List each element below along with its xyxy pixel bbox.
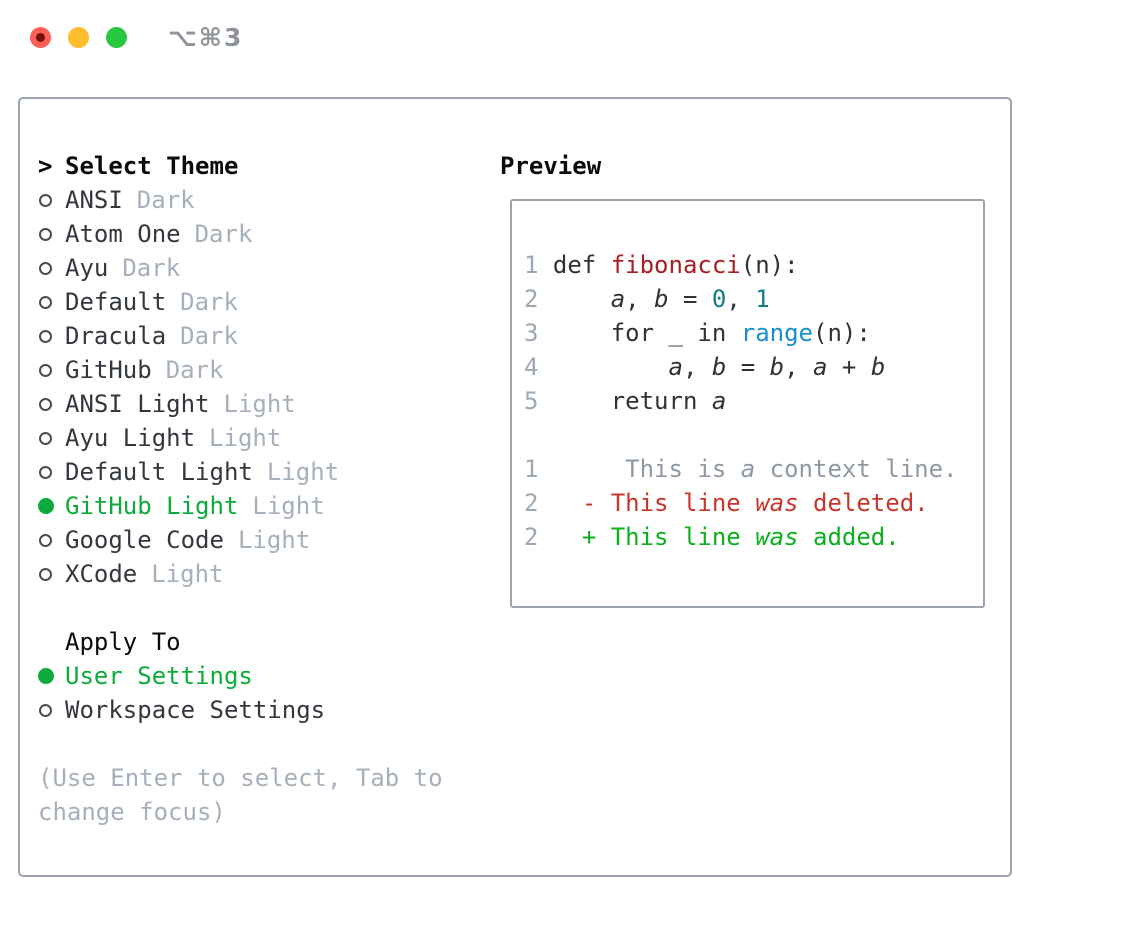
theme-option-xcode[interactable]: XCode Light [38,557,500,591]
option-label: Atom One [65,220,181,248]
radio-icon [39,193,52,207]
zoom-button[interactable] [106,27,127,48]
option-category: Dark [165,356,224,384]
theme-option-dracula[interactable]: Dracula Dark [38,319,500,353]
code-line: 3 for _ in range(n): [524,319,871,347]
radio-icon [39,261,52,275]
select-theme-title: Select Theme [65,152,239,180]
option-label: Dracula [65,322,167,350]
code-line: 2 a, b = 0, 1 [524,285,770,313]
option-label: ANSI [65,186,123,214]
apply-to-header: Apply To [38,625,500,659]
option-category: Light [209,424,282,452]
option-category: Light [252,492,325,520]
close-button[interactable] [30,27,51,48]
marker-cell [38,295,65,309]
cursor-marker: > [38,152,53,180]
marker-cell [38,533,65,547]
theme-option-google-code[interactable]: Google Code Light [38,523,500,557]
apply-option-workspace-settings[interactable]: Workspace Settings [38,693,500,727]
radio-icon [39,295,52,309]
theme-option-github[interactable]: GitHub Dark [38,353,500,387]
select-theme-header: > Select Theme [38,149,500,183]
code-line: 5 return a [524,387,727,415]
radio-selected-icon [38,668,54,684]
marker-cell [38,193,65,207]
preview-title: Preview [500,152,602,180]
radio-icon [39,465,52,479]
option-category: Dark [180,322,238,350]
marker-cell [38,329,65,343]
option-label: Google Code [65,526,224,554]
spacer [38,591,500,625]
minimize-button[interactable] [68,27,89,48]
window-title: ⌥⌘3 [168,23,244,52]
theme-option-ansi-light[interactable]: ANSI Light Light [38,387,500,421]
theme-option-ayu-light[interactable]: Ayu Light Light [38,421,500,455]
apply-to-title: Apply To [65,628,181,656]
option-category: Light [223,390,296,418]
code-line: 1 This is a context line. [524,455,958,483]
theme-option-default[interactable]: Default Dark [38,285,500,319]
option-category: Dark [194,220,253,248]
theme-option-ayu[interactable]: Ayu Dark [38,251,500,285]
theme-option-default-light[interactable]: Default Light Light [38,455,500,489]
option-category: Light [237,526,311,554]
marker-cell [38,431,65,445]
option-label: Default [65,288,167,316]
theme-option-atom-one[interactable]: Atom One Dark [38,217,500,251]
option-category: Dark [136,186,195,214]
marker-cell [38,668,65,684]
radio-icon [39,431,52,445]
option-label: Ayu Light [65,424,196,452]
keyboard-hint: (Use Enter to select, Tab to change focu… [38,764,443,826]
option-label: Workspace Settings [65,696,326,724]
code-line: 1 def fibonacci(n): [524,251,799,279]
code-line: 4 a, b = b, a + b [524,353,886,381]
titlebar: ⌥⌘3 [0,0,1140,97]
apply-option-user-settings[interactable]: User Settings [38,659,500,693]
radio-icon [39,703,52,717]
radio-icon [39,329,52,343]
blank-line [524,418,973,452]
radio-icon [39,227,52,241]
marker-cell [38,227,65,241]
option-label: GitHub Light [65,492,239,520]
option-label: GitHub [65,356,152,384]
option-label: User Settings [65,662,253,690]
marker-cell [38,703,65,717]
unsaved-dot-icon [36,33,45,42]
code-line: 2 - This line was deleted. [524,489,929,517]
option-label: XCode [65,560,138,588]
option-category: Dark [122,254,181,282]
preview-code-box: 1 def fibonacci(n): 2 a, b = 0, 1 3 for _ … [510,199,985,608]
radio-icon [39,363,52,377]
option-category: Light [266,458,340,486]
radio-selected-icon [38,498,54,514]
preview-column: Preview 1 def fibonacci(n): 2 a, b = 0, 1… [500,149,985,875]
option-label: Default Light [65,458,253,486]
code-line: 2 + This line was added. [524,523,900,551]
marker-cell [38,397,65,411]
marker-cell [38,465,65,479]
spacer [38,727,500,761]
marker-cell [38,261,65,275]
option-label: Ayu [65,254,109,282]
option-category: Dark [180,288,238,316]
marker-cell [38,363,65,377]
radio-icon [39,567,52,581]
theme-option-ansi[interactable]: ANSI Dark [38,183,500,217]
radio-icon [39,397,52,411]
marker-cell [38,498,65,514]
option-label: ANSI Light [65,390,210,418]
marker-cell [38,567,65,581]
option-category: Light [151,560,224,588]
radio-icon [39,533,52,547]
theme-option-github-light[interactable]: GitHub Light Light [38,489,500,523]
